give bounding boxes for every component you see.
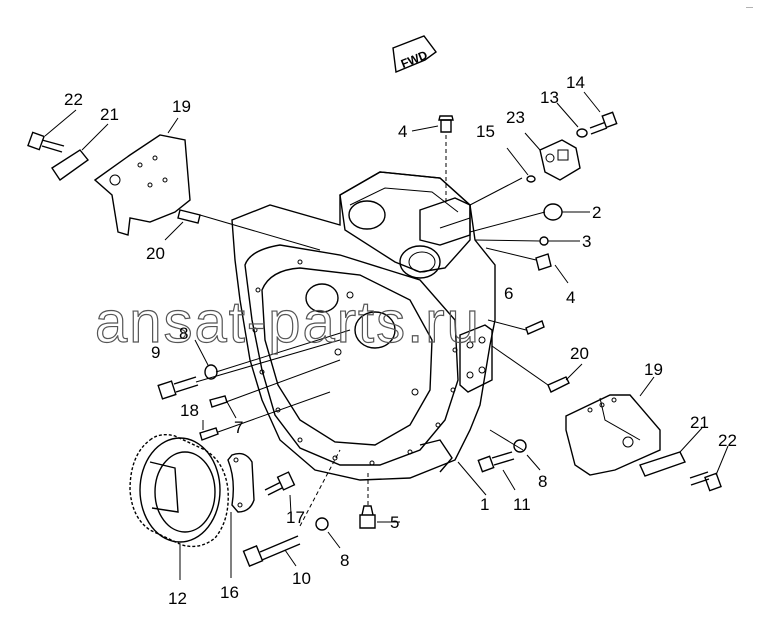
callout-16: 16 <box>220 583 239 602</box>
callout-10: 10 <box>292 569 311 588</box>
callout-18: 18 <box>180 401 199 420</box>
bolt-9 <box>157 376 199 400</box>
fwd-direction-tag: FWD <box>392 35 437 73</box>
callout-12: 12 <box>168 589 187 608</box>
bolt-22-left <box>27 131 65 153</box>
o-ring-15 <box>526 175 536 183</box>
callout-20-left: 20 <box>146 244 165 263</box>
callout-2: 2 <box>592 203 601 222</box>
bolt-10 <box>242 535 301 567</box>
engine-mount-right <box>565 394 661 476</box>
flywheel-housing <box>231 171 496 481</box>
fwd-label: FWD <box>399 48 430 71</box>
engine-mount-left <box>93 134 191 236</box>
dowel-pin-18 <box>199 427 219 441</box>
bolt-14 <box>589 111 618 135</box>
bolt-11 <box>477 451 515 473</box>
dowel-pin-6 <box>525 320 545 335</box>
plug-4-right <box>535 253 552 271</box>
callout-3: 3 <box>582 232 591 251</box>
callout-22-left: 22 <box>64 90 83 109</box>
callout-6: 6 <box>504 284 513 303</box>
plug-5 <box>359 505 376 529</box>
callout-labels: 4 15 23 13 14 2 3 4 6 20 19 21 22 22 21 … <box>64 73 737 608</box>
dowel-pin-7 <box>209 395 228 408</box>
o-ring-2 <box>543 203 563 221</box>
dowel-pin-20-left <box>177 209 201 224</box>
callout-5: 5 <box>390 513 399 532</box>
dowel-pin-20-right <box>547 376 570 393</box>
ring-gear <box>129 433 229 548</box>
callout-9: 9 <box>151 343 160 362</box>
watermark: ansat-parts.ru <box>95 290 481 355</box>
corner-mark: — <box>746 4 753 11</box>
washer-8-right <box>513 439 527 453</box>
cover-23 <box>539 139 581 181</box>
callout-21-left: 21 <box>100 105 119 124</box>
callout-13: 13 <box>540 88 559 107</box>
callout-11: 11 <box>513 495 531 514</box>
washer-8-bottom <box>315 517 329 531</box>
cover-plate <box>227 452 255 513</box>
callout-20-right: 20 <box>570 344 589 363</box>
callout-14: 14 <box>566 73 585 92</box>
o-ring-3 <box>539 236 549 246</box>
callout-8-left: 8 <box>179 324 188 343</box>
callout-21-right: 21 <box>690 413 709 432</box>
leader-lines <box>44 91 729 580</box>
callout-4-right: 4 <box>566 288 575 307</box>
washer-13 <box>576 128 588 138</box>
callout-8-bottom: 8 <box>340 551 349 570</box>
callout-22-right: 22 <box>718 431 737 450</box>
callout-19-right: 19 <box>644 360 663 379</box>
callout-23: 23 <box>506 108 525 127</box>
callout-19-left: 19 <box>172 97 191 116</box>
callout-7: 7 <box>234 418 243 437</box>
callout-15: 15 <box>476 122 495 141</box>
callout-8-right: 8 <box>538 472 547 491</box>
plug-4-top <box>438 115 454 133</box>
callout-17: 17 <box>286 508 305 527</box>
callout-4-top: 4 <box>398 122 407 141</box>
callout-1: 1 <box>480 495 489 514</box>
lock-plate-left <box>51 149 90 181</box>
bolt-22-right <box>689 471 722 492</box>
bolt-17 <box>264 471 296 496</box>
lock-plate-right <box>639 451 686 477</box>
